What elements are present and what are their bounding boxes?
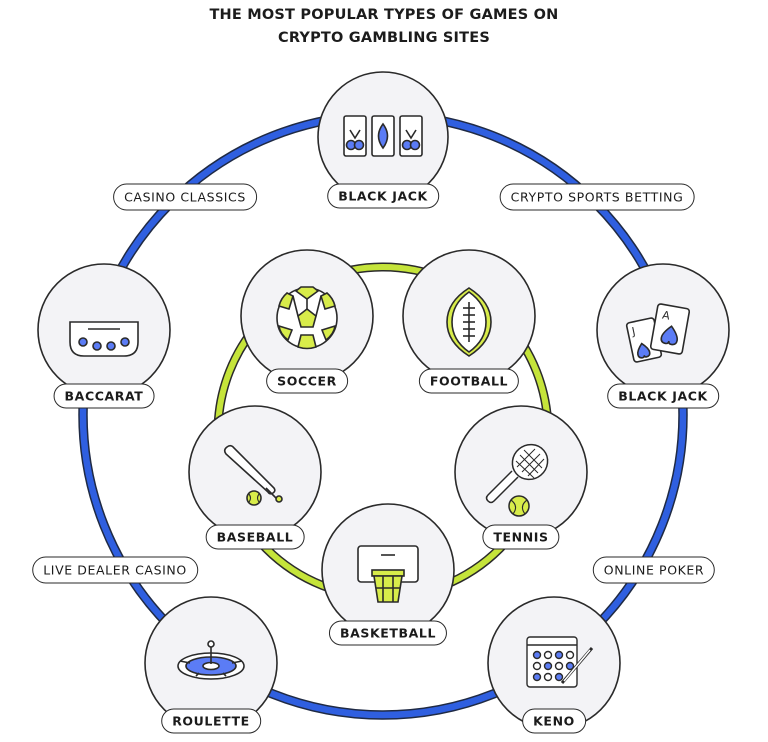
soccer-node[interactable]	[240, 249, 374, 383]
keno-node[interactable]	[487, 596, 621, 730]
page-title: THE MOST POPULAR TYPES OF GAMES ON CRYPT…	[0, 4, 768, 50]
slot-machine-icon	[343, 115, 423, 157]
category-online-poker: ONLINE POKER	[592, 556, 716, 584]
keno-card-icon	[526, 636, 594, 688]
baccarat-node[interactable]	[37, 263, 171, 397]
football-node[interactable]	[402, 249, 536, 383]
category-live-dealer-casino: LIVE DEALER CASINO	[32, 556, 198, 584]
svg-text:A: A	[661, 309, 671, 323]
category-casino-classics: CASINO CLASSICS	[113, 183, 257, 211]
roulette-wheel-icon	[177, 640, 245, 680]
tennis-racket-icon	[485, 443, 549, 517]
title-line-2: CRYPTO GAMBLING SITES	[277, 30, 490, 46]
soccer-ball-icon	[276, 286, 338, 350]
card-table-icon	[69, 321, 139, 357]
title-line-1: THE MOST POPULAR TYPES OF GAMES ON	[209, 7, 559, 23]
basketball-hoop-icon	[357, 545, 419, 603]
label-football: FOOTBALL	[418, 368, 520, 394]
label-slots: BLACK JACK	[327, 183, 439, 209]
label-tennis: TENNIS	[482, 524, 560, 550]
category-crypto-sports-betting: CRYPTO SPORTS BETTING	[499, 183, 695, 211]
blackjack-node[interactable]: J A	[596, 263, 730, 397]
slots-node[interactable]	[317, 71, 449, 203]
label-baccarat: BACCARAT	[53, 383, 155, 409]
baseball-bat-icon	[223, 444, 283, 506]
label-baseball: BASEBALL	[205, 524, 305, 550]
roulette-node[interactable]	[144, 596, 278, 730]
basketball-node[interactable]	[321, 503, 455, 637]
label-roulette: ROULETTE	[161, 708, 261, 734]
playing-cards-icon: J A	[625, 303, 691, 363]
svg-text:J: J	[630, 325, 637, 339]
tennis-node[interactable]	[454, 405, 588, 539]
baseball-node[interactable]	[188, 405, 322, 539]
label-basketball: BASKETBALL	[328, 620, 448, 646]
label-soccer: SOCCER	[266, 368, 348, 394]
label-blackjack: BLACK JACK	[607, 383, 719, 409]
american-football-icon	[446, 287, 492, 357]
label-keno: KENO	[522, 708, 586, 734]
